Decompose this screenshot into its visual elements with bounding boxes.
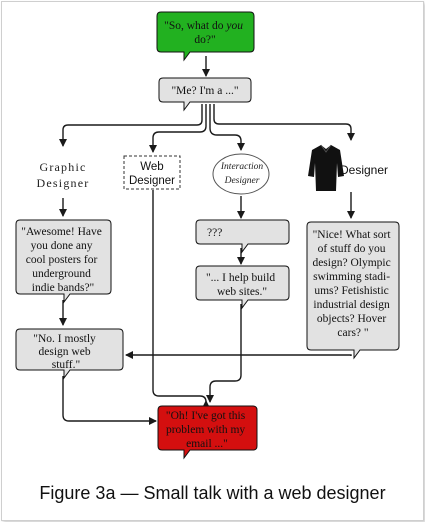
bubble-nice-line: cars? " bbox=[337, 327, 368, 339]
svg-text:"Awesome! Have you done: "Awesome! Have you done any cool posters… bbox=[21, 226, 104, 294]
figure-caption: Figure 3a — Small talk with a web design… bbox=[39, 483, 386, 503]
bubble-no-line: "No. I mostly bbox=[33, 333, 96, 345]
web-designer-line: Designer bbox=[129, 175, 175, 187]
bubble-nice-line: swimming stadi- bbox=[313, 271, 390, 283]
bubble-nice-line: objects? Hover bbox=[317, 313, 386, 325]
bubble-awesome-line: you done any bbox=[31, 240, 93, 252]
bubble-help: "... I help build web sites." bbox=[195, 265, 290, 310]
bubble-awesome-line: indie bands?" bbox=[32, 282, 95, 294]
svg-text:"So, what do you do?": "So, what do you do?" bbox=[164, 20, 246, 46]
label-graphic-designer: Graphic Designer bbox=[37, 160, 90, 190]
interaction-designer-line: Designer bbox=[224, 176, 260, 186]
bubble-nice-line: design? Olympic bbox=[312, 257, 390, 269]
arrow-me-to-graphic bbox=[59, 104, 203, 147]
bubble-end-line: email ..." bbox=[186, 438, 228, 450]
arrow-nice-to-no bbox=[125, 351, 352, 359]
connectors bbox=[59, 56, 355, 425]
arrow-help-to-end bbox=[206, 304, 242, 403]
bubble-no: "No. I mostly design web stuff." bbox=[15, 328, 124, 380]
bubble-nice-line: ums? Fetishistic bbox=[314, 285, 388, 297]
bubble-no-line: design web bbox=[39, 346, 91, 358]
bubble-nice-line: of stuff do you bbox=[318, 243, 386, 255]
arrow-me-to-designer bbox=[213, 104, 355, 141]
label-web-designer: Web Designer bbox=[123, 155, 181, 190]
bubble-qqq: ??? bbox=[195, 219, 290, 254]
svg-text:???: ??? bbox=[207, 227, 222, 239]
bubble-awesome-line: cool posters for bbox=[26, 254, 98, 266]
svg-text:"Me? I'm a ...": "Me? I'm a ..." bbox=[171, 85, 238, 97]
bubble-nice-line: "Nice! What sort bbox=[313, 229, 392, 241]
bubble-end-line: "Oh! I've got this bbox=[166, 410, 246, 422]
bubble-me-line: "Me? I'm a ..." bbox=[171, 85, 238, 97]
bubble-nice-line: industrial design bbox=[313, 299, 390, 311]
arrow-no-to-end bbox=[62, 376, 157, 425]
bubble-me: "Me? I'm a ..." bbox=[158, 77, 252, 112]
interaction-designer-line: Interaction bbox=[220, 162, 263, 172]
svg-text:"No. I mostly design web: "No. I mostly design web stuff." bbox=[33, 333, 98, 371]
bubble-end-line: problem with my bbox=[166, 424, 245, 436]
bubble-start-line: "So, what do you bbox=[164, 20, 243, 32]
bubble-awesome-line: underground bbox=[32, 268, 91, 280]
graphic-designer-line: Graphic bbox=[39, 160, 86, 174]
bubble-no-line: stuff." bbox=[52, 359, 80, 371]
svg-text:"Oh! I've got this probl: "Oh! I've got this problem with my email… bbox=[166, 410, 248, 450]
arrow-web-to-end bbox=[152, 190, 210, 408]
bubble-help-line: web sites." bbox=[217, 286, 267, 298]
designer-label: Designer bbox=[340, 163, 388, 177]
bubble-end: "Oh! I've got this problem with my email… bbox=[157, 405, 258, 460]
label-designer: Designer bbox=[308, 144, 388, 191]
label-interaction-designer: Interaction Designer bbox=[212, 153, 270, 195]
bubble-qqq-line: ??? bbox=[207, 227, 222, 239]
web-designer-line: Web bbox=[140, 161, 163, 173]
bubble-nice: "Nice! What sort of stuff do you design?… bbox=[306, 221, 400, 360]
arrow-me-to-web bbox=[149, 104, 207, 153]
graphic-designer-line: Designer bbox=[37, 176, 90, 190]
bubble-awesome-line: "Awesome! Have bbox=[21, 226, 102, 238]
svg-text:"Nice! What sort of stuf: "Nice! What sort of stuff do you design?… bbox=[312, 229, 393, 339]
black-jacket-icon bbox=[308, 144, 344, 191]
svg-text:"... I help build web si: "... I help build web sites." bbox=[206, 272, 278, 298]
arrow-me-to-interaction bbox=[209, 104, 245, 151]
bubble-awesome: "Awesome! Have you done any cool posters… bbox=[15, 219, 112, 304]
bubble-start-line: do?" bbox=[194, 34, 215, 46]
bubble-start: "So, what do you do?" bbox=[156, 11, 255, 62]
bubble-help-line: "... I help build bbox=[206, 272, 275, 284]
